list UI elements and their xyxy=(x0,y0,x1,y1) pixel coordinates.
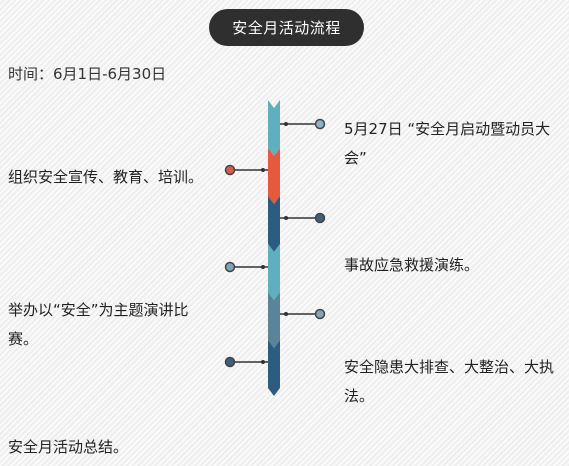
marker-3 xyxy=(314,212,326,224)
connector-1-start xyxy=(284,122,288,126)
marker-5 xyxy=(314,308,326,320)
event-3: 事故应急救援演练。 xyxy=(344,256,480,274)
connector-2-start xyxy=(261,168,265,172)
event-2: 组织安全宣传、教育、培训。 xyxy=(8,168,204,186)
timeline-segment-1 xyxy=(268,100,280,156)
marker-6 xyxy=(224,356,236,368)
page-title: 安全月活动流程 xyxy=(209,9,364,46)
connector-3-start xyxy=(284,216,288,220)
timeline-diagram xyxy=(224,100,326,396)
time-range: 时间：6月1日-6月30日 xyxy=(8,65,167,83)
marker-4 xyxy=(224,261,236,273)
marker-1 xyxy=(314,118,326,130)
timeline-segment-2 xyxy=(268,148,280,204)
timeline-segment-4 xyxy=(268,244,280,300)
connector-6-start xyxy=(261,360,265,364)
event-1: 5月27日 “安全月启动暨动员大会” xyxy=(344,120,551,167)
connector-4-start xyxy=(261,265,265,269)
timeline-segment-3 xyxy=(268,196,280,252)
event-4: 举办以“安全”为主题演讲比赛。 xyxy=(8,301,189,348)
marker-2 xyxy=(224,164,236,176)
event-6: 安全月活动总结。 xyxy=(8,438,129,456)
event-5: 安全隐患大排查、大整治、大执法。 xyxy=(344,358,555,405)
timeline-segment-6 xyxy=(268,340,280,396)
connector-5-start xyxy=(284,312,288,316)
timeline-segment-5 xyxy=(268,292,280,348)
